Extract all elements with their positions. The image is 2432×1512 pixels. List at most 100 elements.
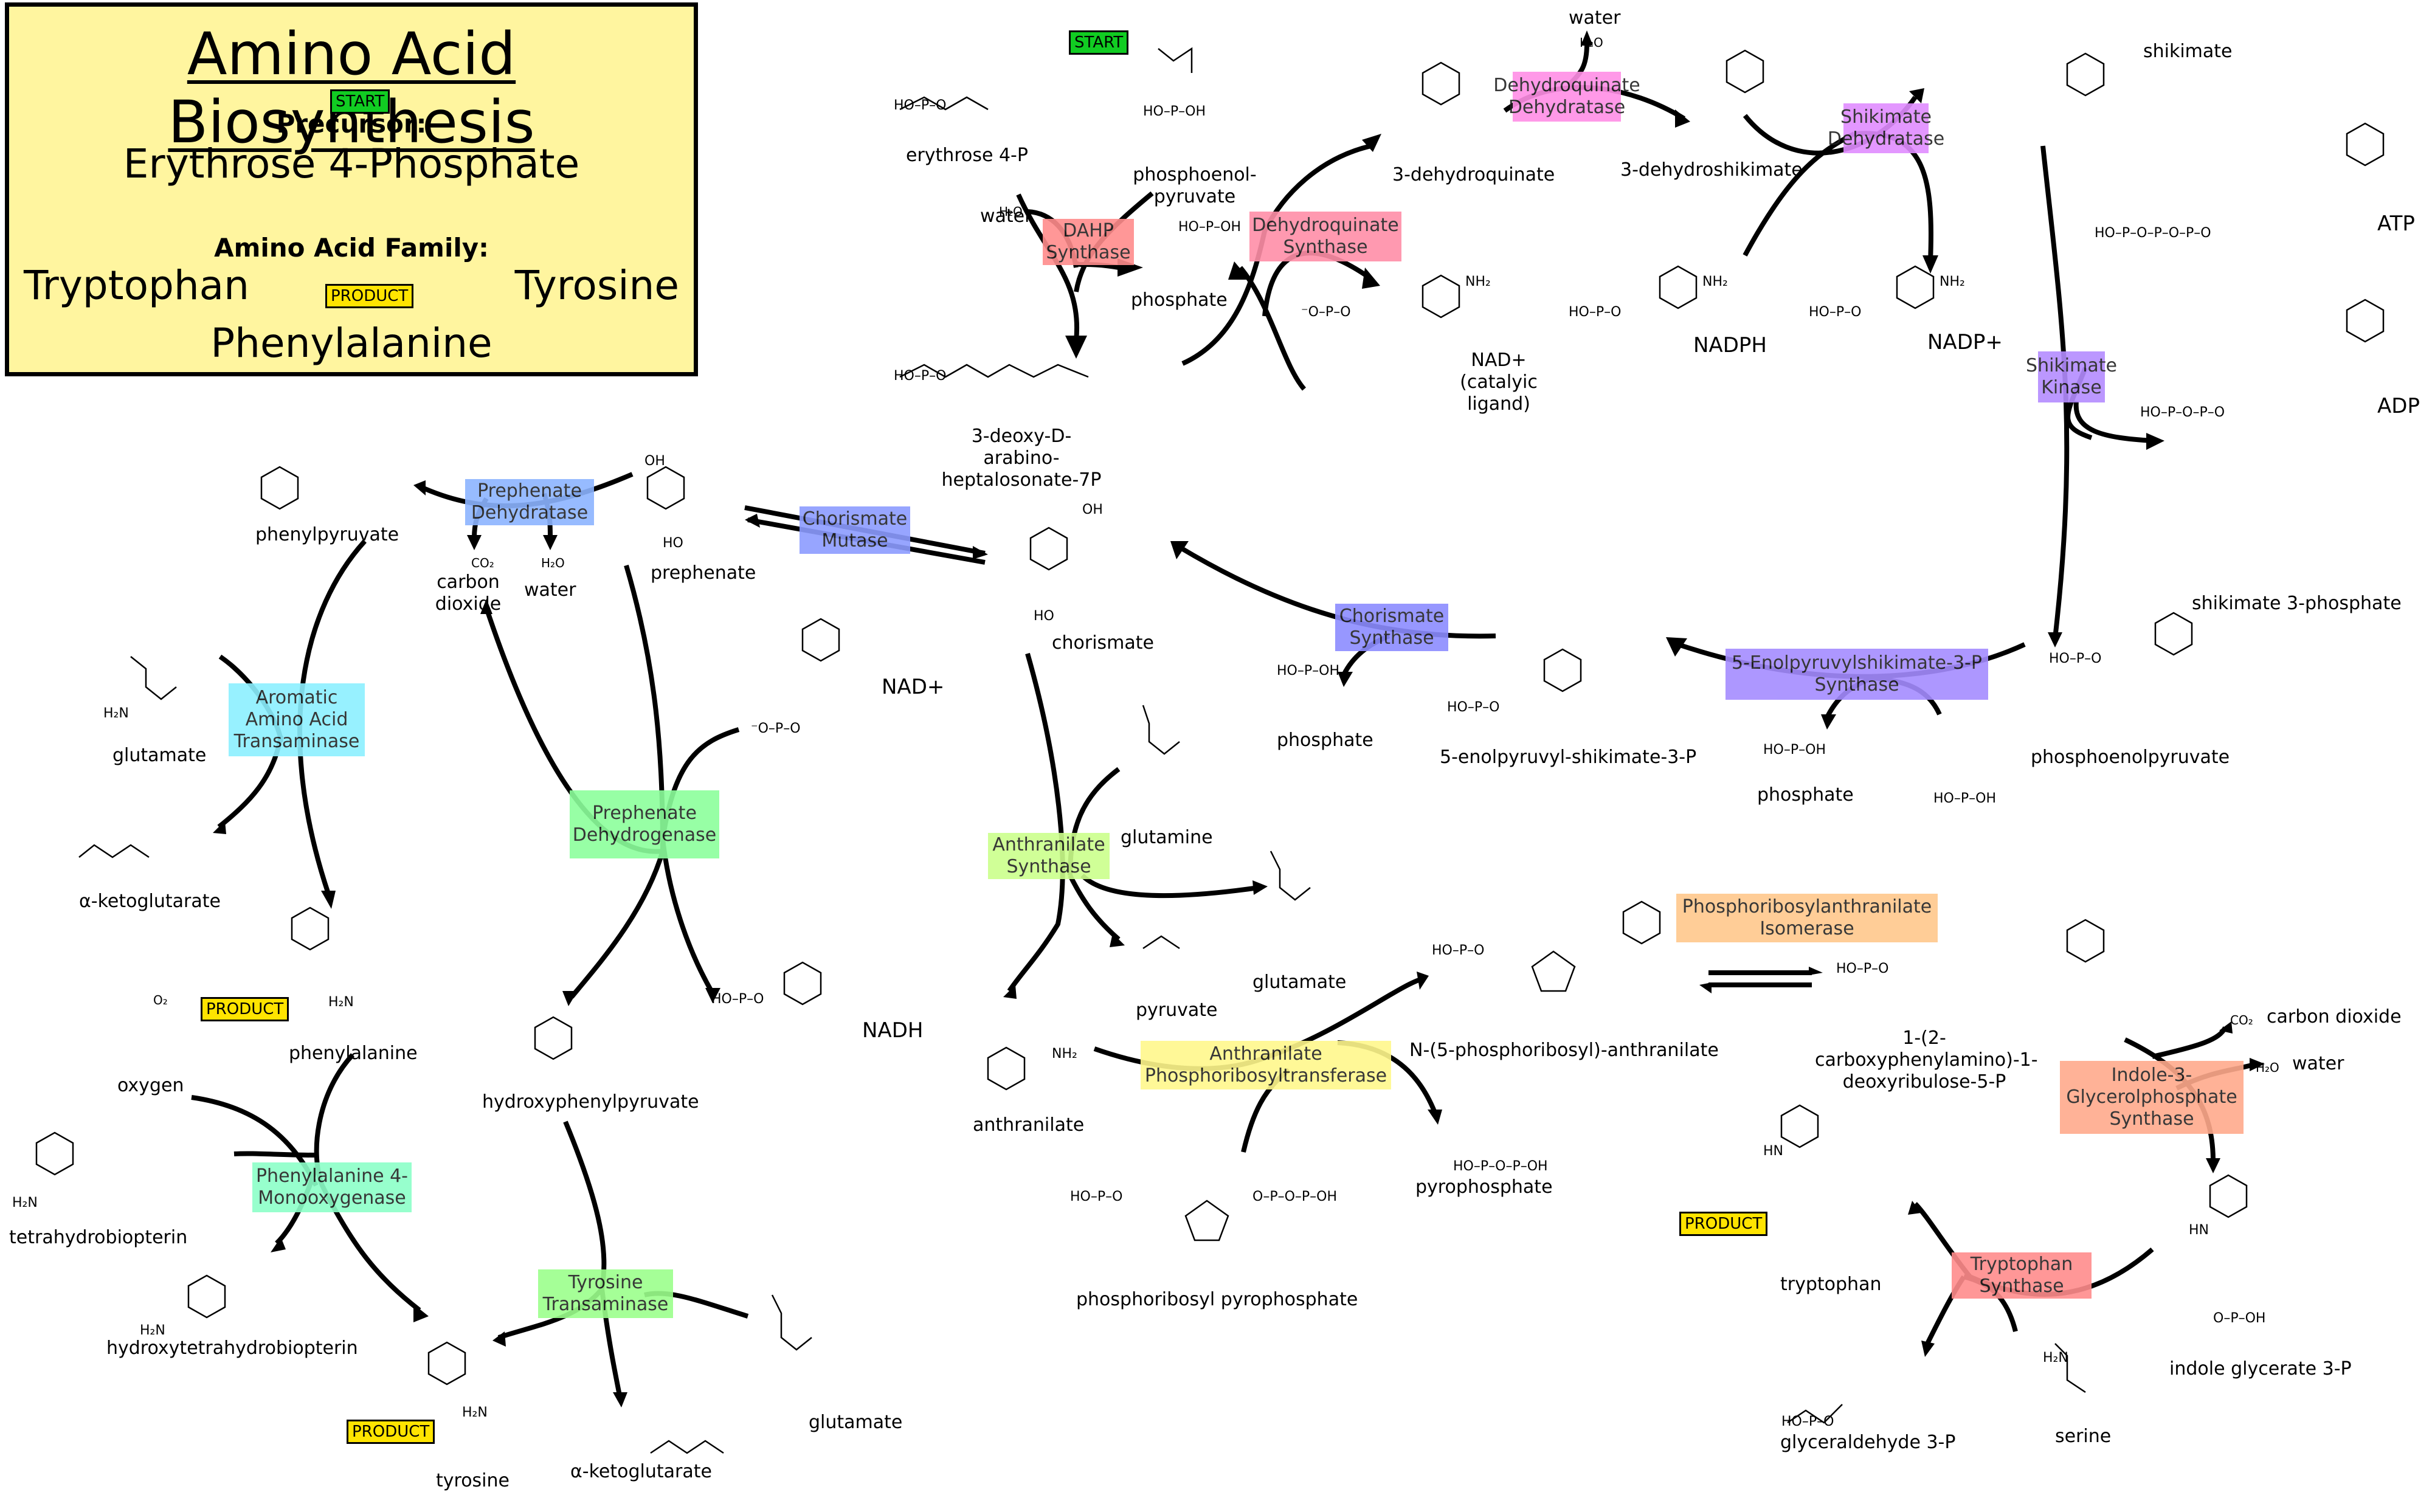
arrowhead (562, 991, 578, 1006)
legend-product-tag: PRODUCT (325, 284, 414, 308)
compound-phosphate-cs: phosphate (1277, 730, 1373, 751)
enzyme-prephenate-dehydrogenase[interactable]: Prephenate Dehydrogenase (570, 790, 719, 858)
compound-prephenate: prephenate (651, 562, 756, 584)
compound-carbon-dioxide-pdt: carbon dioxide (435, 571, 502, 615)
arrowhead (1338, 672, 1353, 687)
family-heading: Amino Acid Family: (214, 233, 489, 263)
arrowhead (1362, 268, 1380, 289)
arrowhead (1909, 88, 1924, 103)
arrowhead (543, 535, 558, 550)
compound-hydroxyphenylpyruvate: hydroxyphenylpyruvate (482, 1091, 699, 1113)
start-tag: START (1069, 30, 1129, 55)
enzyme-epsp-synthase[interactable]: 5-Enolpyruvylshikimate-3-P Synthase (1726, 649, 1988, 700)
compound-glutamate-left: glutamate (112, 745, 207, 766)
arrow-chorismate-to-anthranilate (1007, 652, 1065, 993)
arrow-phenylpyruvate-to-phe (297, 539, 367, 895)
compound-serine: serine (2055, 1426, 2112, 1447)
compound-phenylalanine: phenylalanine (289, 1043, 418, 1064)
enzyme-chorismate-synthase[interactable]: Chorismate Synthase (1335, 604, 1448, 651)
family-phenylalanine: Phenylalanine (210, 320, 492, 367)
enzyme-phosphoribosylanthranilate-isomerase[interactable]: Phosphoribosylanthranilate Isomerase (1676, 894, 1938, 942)
compound-hydroxytetrahydrobiopterin: hydroxytetrahydrobiopterin (106, 1338, 358, 1359)
enzyme-tyrosine-transaminase[interactable]: Tyrosine Transaminase (538, 1269, 673, 1318)
arrowhead (2219, 1021, 2233, 1034)
enzyme-aromatic-transaminase[interactable]: Aromatic Amino Acid Transaminase (229, 683, 365, 756)
compound-indole-glycerate-3p: indole glycerate 3-P (2169, 1358, 2352, 1379)
arrowhead (492, 1331, 506, 1347)
legend-panel: Amino Acid Biosynthesis START Precursor:… (5, 2, 698, 376)
compound-shikimate-3-phosphate: shikimate 3-phosphate (2192, 593, 2402, 614)
compound-phosphoenolpyruvate: phosphoenol-pyruvate (1133, 164, 1257, 207)
arrowhead (705, 988, 720, 1003)
arrowhead (2250, 1058, 2265, 1071)
arrowhead (1110, 933, 1125, 947)
arrowhead (1417, 972, 1429, 990)
enzyme-phenylalanine-monooxygenase[interactable]: Phenylalanine 4-Monooxygenase (252, 1162, 412, 1212)
compound-5-enolpyruvyl-shikimate-3p: 5-enolpyruvyl-shikimate-3-P (1440, 747, 1697, 768)
compound-3-dehydroshikimate: 3-dehydroshikimate (1620, 159, 1803, 181)
compound-n-5-phosphoribosyl-anthranilate: N-(5-phosphoribosyl)-anthranilate (1409, 1040, 1719, 1061)
compound-pyruvate: pyruvate (1136, 999, 1218, 1021)
enzyme-dehydroquinate-synthase[interactable]: Dehydroquinate Synthase (1249, 212, 1401, 261)
formula-h2o: H₂O (2256, 1060, 2279, 1075)
arrowhead (973, 546, 988, 559)
arrowhead (413, 1304, 429, 1322)
arrowhead (1921, 1341, 1935, 1357)
compound-adp: ADP (2377, 394, 2420, 418)
compound-phosphate-dahp: phosphate (1131, 289, 1228, 311)
diagram-title: Amino Acid Biosynthesis (168, 20, 535, 156)
family-tyrosine: Tyrosine (514, 262, 679, 309)
compound-glutamate-tyr: glutamate (809, 1412, 903, 1433)
arrow-igps-to-co2 (2152, 1026, 2228, 1059)
compound-pyrophosphate: pyrophosphate (1415, 1176, 1553, 1198)
enzyme-anthranilate-synthase[interactable]: Anthranilate Synthase (988, 833, 1110, 879)
compound-anthranilate: anthranilate (973, 1114, 1085, 1136)
compound-erythrose-4p: erythrose 4-P (906, 145, 1028, 166)
arrowhead (1908, 1201, 1921, 1215)
arrowhead (1699, 982, 1712, 993)
compound-tetrahydrobiopterin: tetrahydrobiopterin (9, 1227, 188, 1248)
formula-h2o: H₂O (999, 204, 1023, 219)
compound-oxygen: oxygen (117, 1075, 184, 1096)
compound-atp: ATP (2377, 212, 2415, 236)
arrow-as-to-pyruvate (1068, 874, 1121, 942)
enzyme-tryptophan-synthase[interactable]: Tryptophan Synthase (1952, 1252, 2092, 1299)
arrowhead (213, 821, 226, 834)
compound-carbon-dioxide-igps: carbon dioxide (2267, 1006, 2402, 1027)
enzyme-anthranilate-phosphoribosyltransferase[interactable]: Anthranilate Phosphoribosyltransferase (1141, 1041, 1391, 1089)
arrowhead (321, 891, 336, 909)
compound-phosphoribosyl-pyrophosphate: phosphoribosyl pyrophosphate (1076, 1289, 1358, 1310)
enzyme-shikimate-kinase[interactable]: Shikimate Kinase (2026, 351, 2117, 402)
enzyme-shikimate-dehydratase[interactable]: Shikimate Dehydratase (1828, 103, 1944, 153)
compound-chorismate: chorismate (1052, 632, 1154, 654)
arrow-e4p-to-dahp (1016, 193, 1080, 343)
compound-nad-catalytic: NAD+ (catalyic ligand) (1460, 350, 1538, 415)
arrowhead (1666, 637, 1687, 657)
enzyme-dahp-synthase[interactable]: DAHP Synthase (1043, 219, 1134, 265)
product-tag-phenylalanine: PRODUCT (201, 997, 289, 1021)
product-tag-tryptophan: PRODUCT (1679, 1212, 1768, 1236)
compound-phosphoenolpyruvate-right: phosphoenolpyruvate (2031, 747, 2230, 768)
arrow-pdh-to-nadh (660, 838, 714, 992)
compound-water-dahp: water (980, 205, 1032, 227)
arrowhead (1581, 30, 1593, 46)
arrow-dqs-to-nad (1262, 250, 1370, 317)
arrowhead (1675, 109, 1690, 128)
arrowhead (745, 514, 760, 528)
enzyme-indole-3-glycerolphosphate-synthase[interactable]: Indole-3-Glycerolphosphate Synthase (2060, 1061, 2244, 1134)
precursor-heading: Precursor: (276, 109, 427, 139)
compound-water-pdt: water (524, 579, 576, 601)
arrowhead (480, 599, 492, 614)
compound-nadh: NADH (862, 1018, 924, 1043)
enzyme-prephenate-dehydratase[interactable]: Prephenate Dehydratase (465, 479, 594, 525)
arrowhead (1003, 985, 1017, 999)
arrow-prephenate-to-hpp (569, 564, 666, 999)
enzyme-dehydroquinate-dehydratase[interactable]: Dehydroquinate Dehydratase (1493, 72, 1640, 122)
arrowhead (1922, 255, 1938, 274)
arrowhead (2048, 632, 2062, 647)
compound-glutamine: glutamine (1121, 827, 1213, 848)
enzyme-chorismate-mutase[interactable]: Chorismate Mutase (800, 506, 910, 554)
arrow-sk-to-adp (2073, 401, 2153, 443)
arrowhead (413, 480, 426, 495)
compound-tyrosine: tyrosine (436, 1470, 510, 1491)
